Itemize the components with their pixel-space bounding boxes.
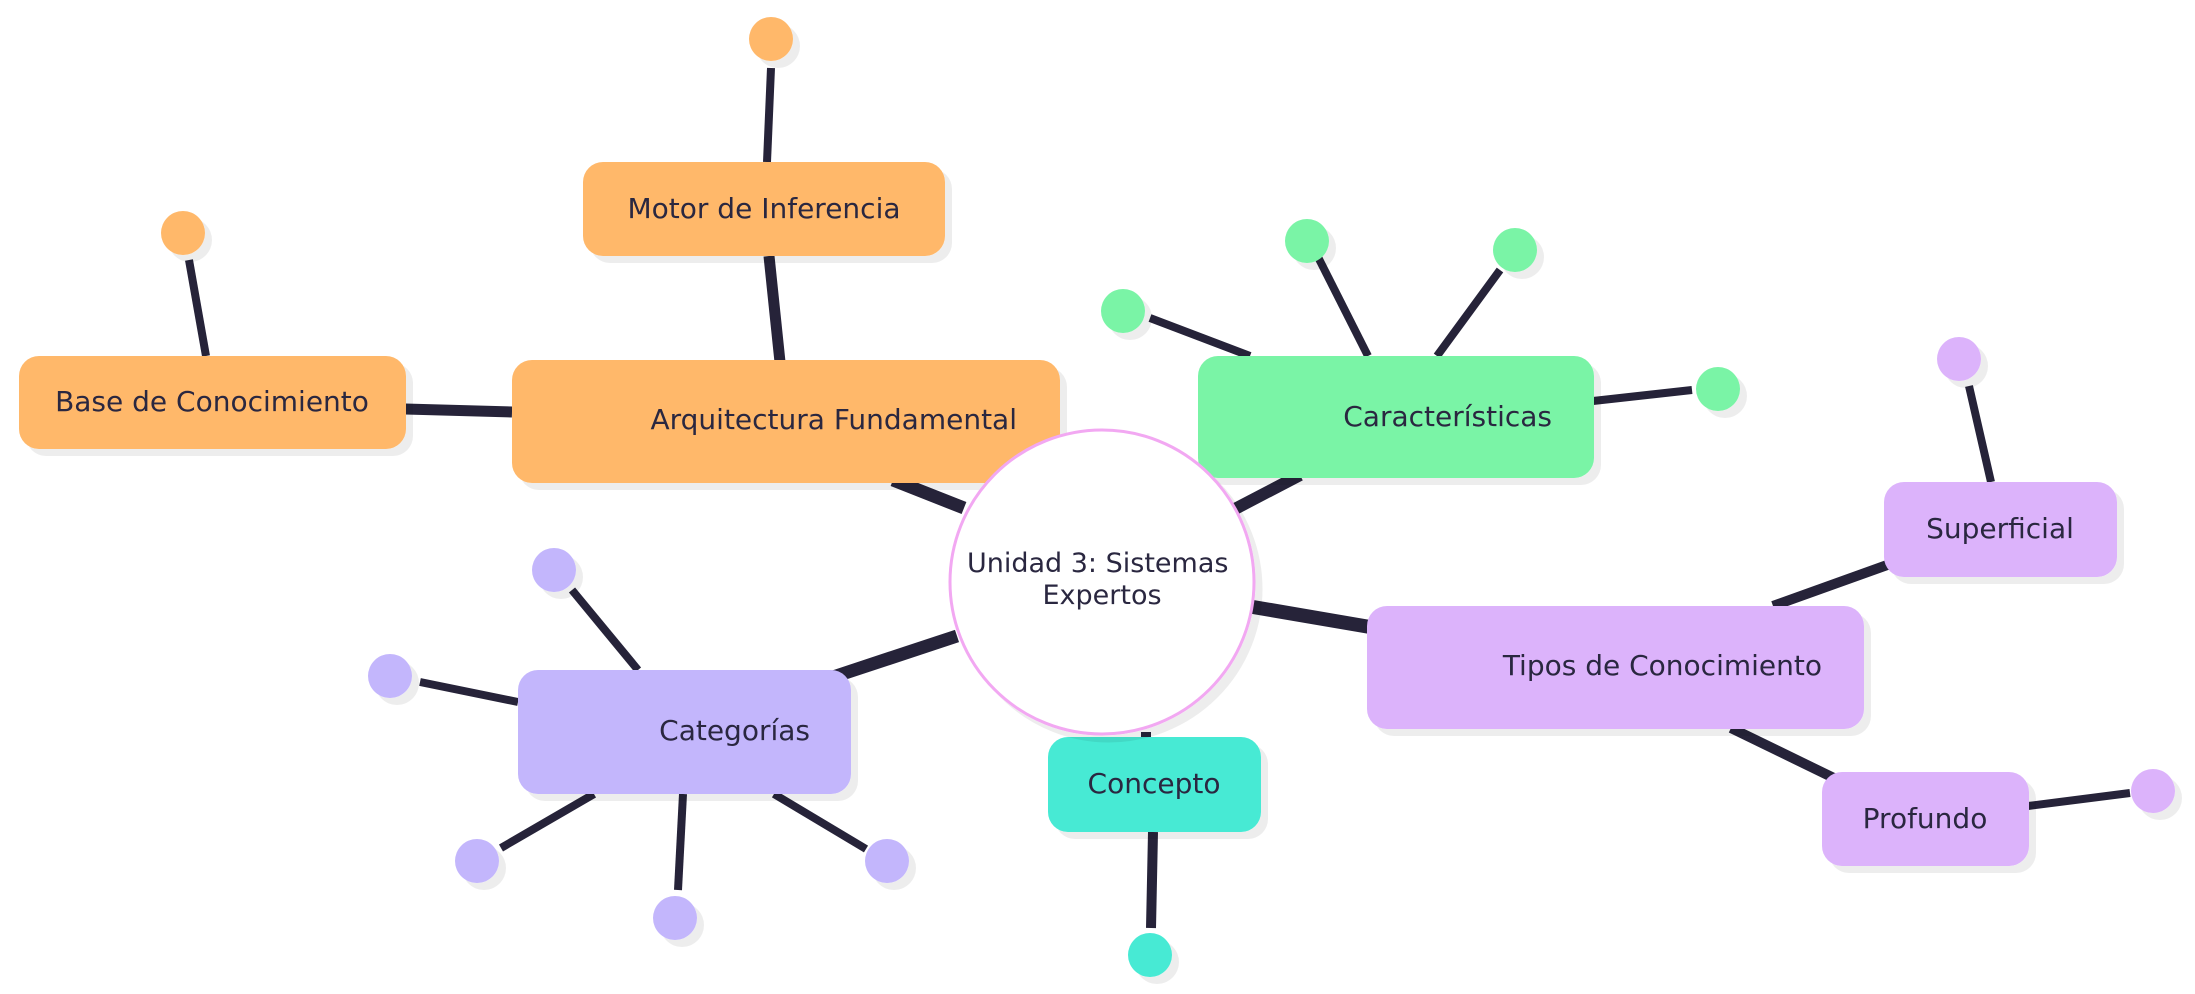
edge-center-arquitectura bbox=[890, 473, 967, 515]
node-caracteristicas-box bbox=[1198, 356, 1594, 478]
edge-categorias-leaf-5 bbox=[771, 790, 869, 853]
node-concepto-box bbox=[1048, 737, 1261, 832]
node-arquitectura-box bbox=[512, 360, 1060, 483]
center-node-circle bbox=[948, 428, 1256, 736]
edge-motor-leaf bbox=[763, 67, 775, 163]
edge-profundo-leaf bbox=[2027, 789, 2131, 810]
leaf-dot-profundo[interactable] bbox=[2131, 769, 2175, 813]
node-categorias-box bbox=[518, 670, 851, 794]
edge-categorias-leaf-2 bbox=[419, 678, 519, 706]
node-tipos-label: Tipos de Conocimiento bbox=[1502, 649, 1822, 682]
edge-base-leaf bbox=[185, 259, 210, 357]
node-superficial[interactable]: Superficial bbox=[1884, 482, 2117, 577]
node-profundo[interactable]: Profundo bbox=[1822, 772, 2029, 866]
edge-center-categorias bbox=[827, 629, 960, 685]
node-motor-de-inferencia[interactable]: Motor de Inferencia bbox=[583, 162, 945, 256]
edge-superficial-leaf bbox=[1965, 385, 1995, 483]
leaf-dot-categorias-5[interactable] bbox=[865, 839, 909, 883]
node-concepto-label: Concepto bbox=[1088, 767, 1221, 800]
center-node-line-2: Expertos bbox=[1042, 580, 1161, 611]
node-caracteristicas-label: Características bbox=[1343, 400, 1552, 433]
node-motor-label: Motor de Inferencia bbox=[628, 192, 901, 225]
center-node-label: Unidad 3: Sistemas Expertos bbox=[967, 548, 1237, 611]
leaf-dot-concepto[interactable] bbox=[1128, 933, 1172, 977]
edge-caracteristicas-leaf-2 bbox=[1314, 255, 1372, 358]
node-categorias[interactable]: Categorías bbox=[518, 670, 851, 794]
edge-caracteristicas-leaf-4 bbox=[1592, 386, 1693, 405]
node-tipos-box bbox=[1367, 606, 1864, 729]
leaf-dot-categorias-4[interactable] bbox=[653, 896, 697, 940]
node-arquitectura-label: Arquitectura Fundamental bbox=[650, 403, 1017, 436]
node-tipos-de-conocimiento[interactable]: Tipos de Conocimiento bbox=[1367, 606, 1864, 729]
node-profundo-label: Profundo bbox=[1863, 802, 1988, 835]
edge-categorias-leaf-4 bbox=[674, 793, 687, 891]
edge-tipos-superficial bbox=[1771, 559, 1892, 611]
edge-tipos-profundo bbox=[1728, 723, 1843, 786]
edge-caracteristicas-leaf-3 bbox=[1433, 267, 1504, 359]
leaf-dot-motor[interactable] bbox=[749, 17, 793, 61]
node-base-label: Base de Conocimiento bbox=[55, 385, 369, 418]
node-categorias-label: Categorías bbox=[659, 714, 810, 747]
leaf-dot-categorias-2[interactable] bbox=[368, 654, 412, 698]
edge-center-caracteristicas bbox=[1230, 469, 1303, 516]
edge-center-tipos bbox=[1251, 600, 1372, 634]
node-motor-box bbox=[583, 162, 945, 256]
leaf-dot-caracteristicas-2[interactable] bbox=[1285, 219, 1329, 263]
leaf-dot-caracteristicas-3[interactable] bbox=[1493, 228, 1537, 272]
node-superficial-label: Superficial bbox=[1926, 512, 2074, 545]
node-arquitectura-fundamental[interactable]: Arquitectura Fundamental bbox=[512, 360, 1060, 483]
nodes: Arquitectura Fundamental Motor de Infere… bbox=[19, 162, 2117, 866]
edge-caracteristicas-leaf-1 bbox=[1148, 314, 1252, 360]
leaf-dot-categorias-1[interactable] bbox=[532, 548, 576, 592]
edge-concepto-leaf bbox=[1146, 831, 1158, 929]
leaf-dot-categorias-3[interactable] bbox=[455, 839, 499, 883]
node-profundo-box bbox=[1822, 772, 2029, 866]
node-caracteristicas[interactable]: Características bbox=[1198, 356, 1594, 478]
leaf-dot-caracteristicas-1[interactable] bbox=[1101, 289, 1145, 333]
leaf-dots bbox=[161, 17, 2175, 977]
leaf-dot-base[interactable] bbox=[161, 211, 205, 255]
edge-categorias-leaf-1 bbox=[568, 587, 642, 673]
node-base-box bbox=[19, 356, 406, 449]
center-node-line-1: Unidad 3: Sistemas bbox=[967, 548, 1228, 579]
center-node[interactable]: Unidad 3: Sistemas Expertos bbox=[948, 428, 1256, 736]
node-base-de-conocimiento[interactable]: Base de Conocimiento bbox=[19, 356, 406, 449]
edge-categorias-leaf-3 bbox=[498, 790, 597, 852]
edge-arquitectura-motor bbox=[763, 255, 786, 363]
leaf-dot-superficial[interactable] bbox=[1937, 337, 1981, 381]
node-concepto[interactable]: Concepto bbox=[1048, 737, 1261, 832]
edge-arquitectura-base bbox=[404, 403, 513, 418]
edges bbox=[185, 67, 2131, 929]
leaf-dot-caracteristicas-4[interactable] bbox=[1696, 367, 1740, 411]
node-superficial-box bbox=[1884, 482, 2117, 577]
